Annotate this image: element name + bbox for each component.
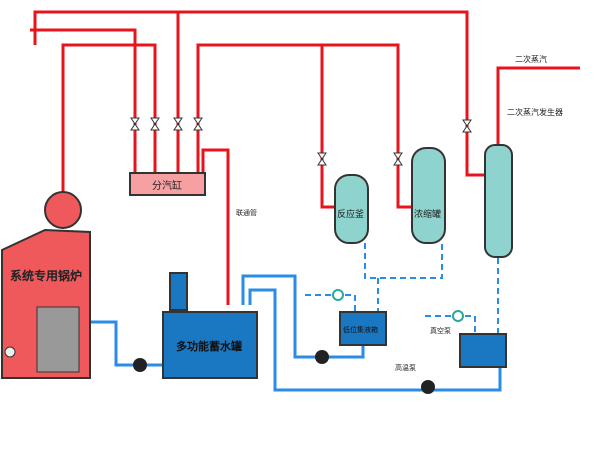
storage-tank: 多功能蓄水罐 xyxy=(162,272,258,379)
boiler: 系统专用锅炉 xyxy=(1,191,91,379)
return-line-2 xyxy=(248,288,502,392)
vacuum-pump-label: 真空泵 xyxy=(430,326,451,335)
header-branch-4 xyxy=(320,45,335,209)
boiler-riser xyxy=(61,43,157,192)
concentrator-label: 浓缩罐 xyxy=(414,208,441,220)
boiler-label: 系统专用锅炉 xyxy=(10,268,82,283)
reactor: 反应釜 xyxy=(334,174,369,244)
low-collector-label: 低位集液箱 xyxy=(343,325,378,334)
return-line-1 xyxy=(241,274,365,359)
storage-tank-label: 多功能蓄水罐 xyxy=(176,339,242,353)
secondary-steam-label: 二次蒸汽 xyxy=(515,54,547,64)
header-branch-3 xyxy=(196,43,412,209)
pump-icon[interactable] xyxy=(133,358,147,372)
valve-icon[interactable] xyxy=(462,119,472,133)
valve-icon[interactable] xyxy=(317,152,327,166)
low-collector: 低位集液箱 xyxy=(339,311,387,346)
high-temp-pump-label: 高温泵 xyxy=(395,363,416,372)
valve-icon[interactable] xyxy=(393,152,403,166)
reactor-label: 反应釜 xyxy=(337,208,364,220)
steam-header: 分汽缸 xyxy=(129,172,206,196)
connecting-pipe-line xyxy=(201,148,230,305)
valve-icon[interactable] xyxy=(193,117,203,131)
condensate-lines xyxy=(305,243,499,334)
secondary-steam-line xyxy=(496,66,580,145)
vacuum-pump-icon[interactable] xyxy=(452,310,464,322)
feed-water-line xyxy=(90,320,163,367)
valve-icon[interactable] xyxy=(173,117,183,131)
condensate-line-reactor xyxy=(364,243,443,279)
concentrator: 浓缩罐 xyxy=(411,147,446,244)
vacuum-gauge-icon xyxy=(332,289,344,301)
connecting-pipe-label: 联通管 xyxy=(236,208,257,217)
pump-icon[interactable] xyxy=(421,380,435,394)
valve-icon[interactable] xyxy=(150,117,160,131)
vacuum-line-2 xyxy=(425,315,476,334)
header-branch-1 xyxy=(30,28,137,173)
main-steam-line xyxy=(33,10,485,177)
valves xyxy=(130,117,472,166)
pump-icon[interactable] xyxy=(315,350,329,364)
header-label: 分汽缸 xyxy=(152,179,182,192)
vacuum-line-1 xyxy=(305,294,356,312)
pumps xyxy=(133,289,464,394)
secondary-generator-label: 二次蒸汽发生器 xyxy=(507,107,563,117)
valve-icon[interactable] xyxy=(130,117,140,131)
secondary-generator: 二次蒸汽发生器 二次蒸汽 xyxy=(484,54,563,258)
vacuum-receiver xyxy=(459,333,507,368)
